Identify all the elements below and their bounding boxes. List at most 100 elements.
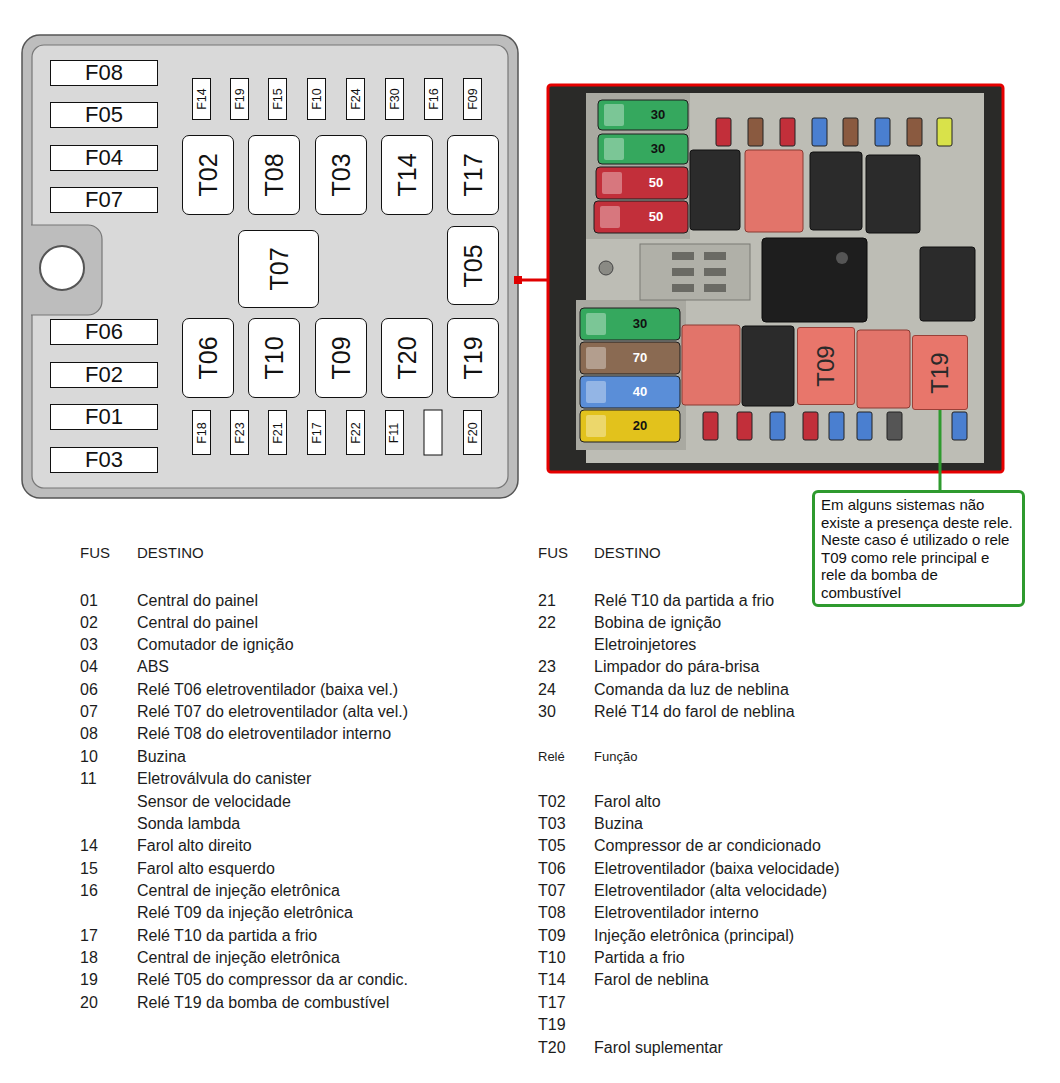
fuse-window bbox=[600, 206, 620, 228]
callout-note: Em alguns sistemas não existe a presença… bbox=[812, 490, 1025, 607]
fuse-slot: F02 bbox=[50, 362, 158, 388]
table-cell: Partida a frio bbox=[594, 948, 685, 968]
table-cell: 04 bbox=[80, 657, 98, 677]
relay-logo bbox=[836, 252, 848, 264]
fuse-code: F03 bbox=[85, 448, 123, 472]
table-header: DESTINO bbox=[594, 543, 661, 563]
table-cell: 10 bbox=[80, 747, 98, 767]
table-cell: Relé T10 da partida a frio bbox=[594, 591, 774, 611]
connector-block bbox=[640, 244, 750, 300]
table-cell: Comanda da luz de neblina bbox=[594, 680, 789, 700]
table-cell: Central de injeção eletrônica bbox=[137, 881, 340, 901]
relay-code: T10 bbox=[260, 336, 288, 379]
table-cell: 21 bbox=[538, 591, 556, 611]
fuse-code: F21 bbox=[271, 422, 285, 444]
relay-slot: T03 bbox=[315, 135, 367, 215]
relay-code: T08 bbox=[260, 153, 288, 196]
table-cell: Injeção eletrônica (principal) bbox=[594, 926, 794, 946]
maxi-fuse bbox=[580, 308, 680, 340]
relay-photo-label: T19 bbox=[912, 335, 968, 410]
mini-fuse-slot: F22 bbox=[346, 410, 365, 455]
table-cell: Farol alto bbox=[594, 792, 661, 812]
mini-fuse bbox=[829, 412, 844, 440]
table-cell: T19 bbox=[538, 1015, 566, 1035]
fuse-code: F15 bbox=[271, 88, 285, 110]
relay-slot: T17 bbox=[447, 135, 499, 215]
table-cell: Farol suplementar bbox=[594, 1038, 723, 1058]
fuse-code: F19 bbox=[233, 88, 247, 110]
fuse-slot: F05 bbox=[50, 102, 158, 128]
maxi-fuse bbox=[580, 376, 680, 408]
fuse-code: F01 bbox=[85, 405, 123, 429]
relay-code: T19 bbox=[927, 352, 953, 393]
relay-slot: T02 bbox=[182, 135, 234, 215]
table-cell: T07 bbox=[538, 881, 566, 901]
table-cell: 03 bbox=[80, 635, 98, 655]
relay-slot: T19 bbox=[447, 318, 499, 398]
maxi-fuse bbox=[598, 134, 688, 164]
table-cell: Compressor de ar condicionado bbox=[594, 836, 821, 856]
table-cell: T03 bbox=[538, 814, 566, 834]
mini-fuse bbox=[907, 118, 922, 146]
fuse-slot: F01 bbox=[50, 404, 158, 430]
connector-slot bbox=[672, 268, 694, 276]
fuse-rating: 30 bbox=[651, 107, 665, 123]
table-cell: Buzina bbox=[137, 747, 186, 767]
relay-slot: T09 bbox=[315, 318, 367, 398]
relay-slot: T05 bbox=[447, 226, 499, 305]
fuse-window bbox=[586, 415, 606, 437]
relay bbox=[857, 330, 910, 408]
relay-slot: T14 bbox=[381, 135, 433, 215]
table-cell: 20 bbox=[80, 993, 98, 1013]
fuse-code: F10 bbox=[310, 88, 324, 110]
photo-frame bbox=[548, 85, 1003, 472]
table-cell: Relé T06 eletroventilador (baixa vel.) bbox=[137, 680, 398, 700]
mini-fuse-slot: F24 bbox=[346, 78, 365, 120]
fuse-window bbox=[586, 347, 606, 369]
fuse-rating: 30 bbox=[651, 141, 665, 157]
table-header: FUS bbox=[538, 543, 568, 563]
relay-photo-label: T09 bbox=[797, 327, 855, 405]
bolt bbox=[599, 261, 613, 275]
maxi-fuse-holder bbox=[586, 93, 690, 239]
fuse-rating: 20 bbox=[633, 418, 647, 434]
fuse-code: F30 bbox=[388, 88, 402, 110]
table-header: FUS bbox=[80, 543, 110, 563]
maxi-fuse bbox=[594, 201, 688, 233]
relay bbox=[690, 150, 740, 230]
maxi-fuse bbox=[598, 100, 688, 130]
connector-slot bbox=[704, 252, 726, 260]
mini-fuse bbox=[737, 412, 752, 440]
mini-fuse bbox=[952, 412, 967, 440]
fuse-rating: 30 bbox=[633, 316, 647, 332]
table-cell: Eletroventilador interno bbox=[594, 903, 759, 923]
mini-fuse-slot: F15 bbox=[268, 78, 287, 120]
relay-slot: T07 bbox=[238, 230, 319, 308]
fuse-code: F14 bbox=[195, 88, 209, 110]
relay-code: T06 bbox=[194, 336, 222, 379]
table-cell: 02 bbox=[80, 613, 98, 633]
mini-fuse bbox=[703, 412, 718, 440]
fuse-code: F04 bbox=[85, 146, 123, 170]
leader-line bbox=[518, 279, 548, 282]
mini-fuse bbox=[748, 118, 763, 146]
table-cell: 11 bbox=[80, 769, 97, 789]
table-cell: T05 bbox=[538, 836, 566, 856]
maxi-fuse bbox=[596, 167, 688, 199]
table-cell: Farol alto esquerdo bbox=[137, 859, 275, 879]
table-cell: Sensor de velocidade bbox=[137, 792, 291, 812]
table-cell: Relé T14 do farol de neblina bbox=[594, 702, 795, 722]
mini-fuse-slot: F21 bbox=[268, 410, 287, 455]
mini-fuse bbox=[770, 412, 785, 440]
relay-code: T17 bbox=[459, 153, 487, 196]
relay bbox=[920, 247, 975, 321]
table-cell: 08 bbox=[80, 724, 98, 744]
fuse-slot: F08 bbox=[50, 60, 158, 86]
maxi-fuse bbox=[580, 410, 680, 442]
empty-fuse-slot bbox=[424, 410, 442, 455]
table-cell: Buzina bbox=[594, 814, 643, 834]
table-cell: T08 bbox=[538, 903, 566, 923]
table-cell: Sonda lambda bbox=[137, 814, 240, 834]
table-cell: T10 bbox=[538, 948, 566, 968]
relay-slot: T20 bbox=[381, 318, 433, 398]
